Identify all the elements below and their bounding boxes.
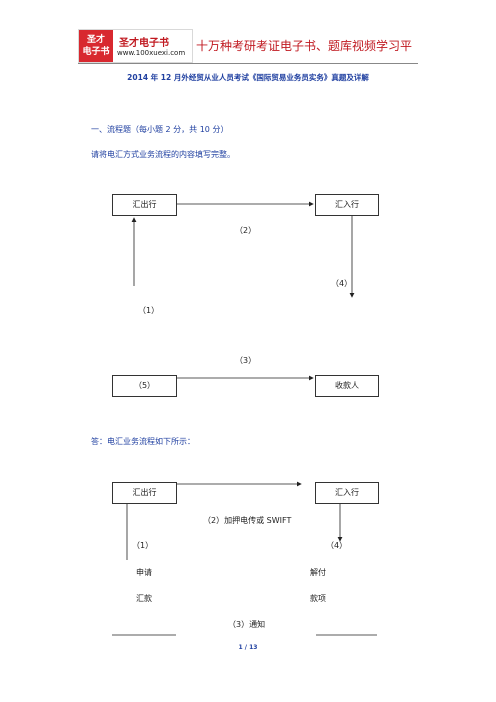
logo-badge-bottom: 电子书 <box>82 47 110 57</box>
document-title: 2014 年 12 月外经贸从业人员考试《国际贸易业务员实务》真题及详解 <box>127 73 369 82</box>
a-step3-label: （3）通知 <box>228 620 266 629</box>
a-step4-text-line1: 解付 <box>310 568 326 577</box>
q-step5-box: （5） <box>112 375 177 397</box>
logo-badge-top: 圣才 <box>86 35 105 45</box>
logo-name: 圣才电子书 <box>119 38 169 49</box>
page-number: 1 / 13 <box>238 644 258 651</box>
section-heading: 一、流程题（每小题 2 分，共 10 分） <box>91 125 229 134</box>
a-remitting-bank-box: 汇出行 <box>112 482 177 504</box>
header-slogan: 十万种考研考证电子书、题库视频学习平 <box>196 39 413 53</box>
a-step4-label: （4） <box>326 541 348 550</box>
q-payee-box: 收款人 <box>315 375 379 397</box>
q-step2-label: （2） <box>235 226 257 235</box>
a-step4-text-line2: 款项 <box>310 594 326 603</box>
q-step1-label: （1） <box>138 306 160 315</box>
q-paying-bank-box: 汇入行 <box>315 194 379 216</box>
a-paying-bank-box: 汇入行 <box>315 482 379 504</box>
q-step3-label: （3） <box>235 356 257 365</box>
answer-label: 答：电汇业务流程如下所示： <box>91 437 195 446</box>
a-step1-text-line2: 汇款 <box>136 594 152 603</box>
logo-url: www.100xuexi.com <box>117 49 186 57</box>
header-divider <box>78 63 418 64</box>
q-remitting-bank-box: 汇出行 <box>112 194 177 216</box>
q-step4-label: （4） <box>331 279 353 288</box>
instruction-text: 请将电汇方式业务流程的内容填写完整。 <box>91 150 235 159</box>
a-step2-label: （2）加押电传或 SWIFT <box>203 516 292 525</box>
a-step1-label: （1） <box>132 541 154 550</box>
a-step1-text-line1: 申请 <box>136 568 152 577</box>
logo: 圣才 电子书 圣才电子书 www.100xuexi.com <box>78 29 193 63</box>
logo-badge: 圣才 电子书 <box>79 30 113 62</box>
